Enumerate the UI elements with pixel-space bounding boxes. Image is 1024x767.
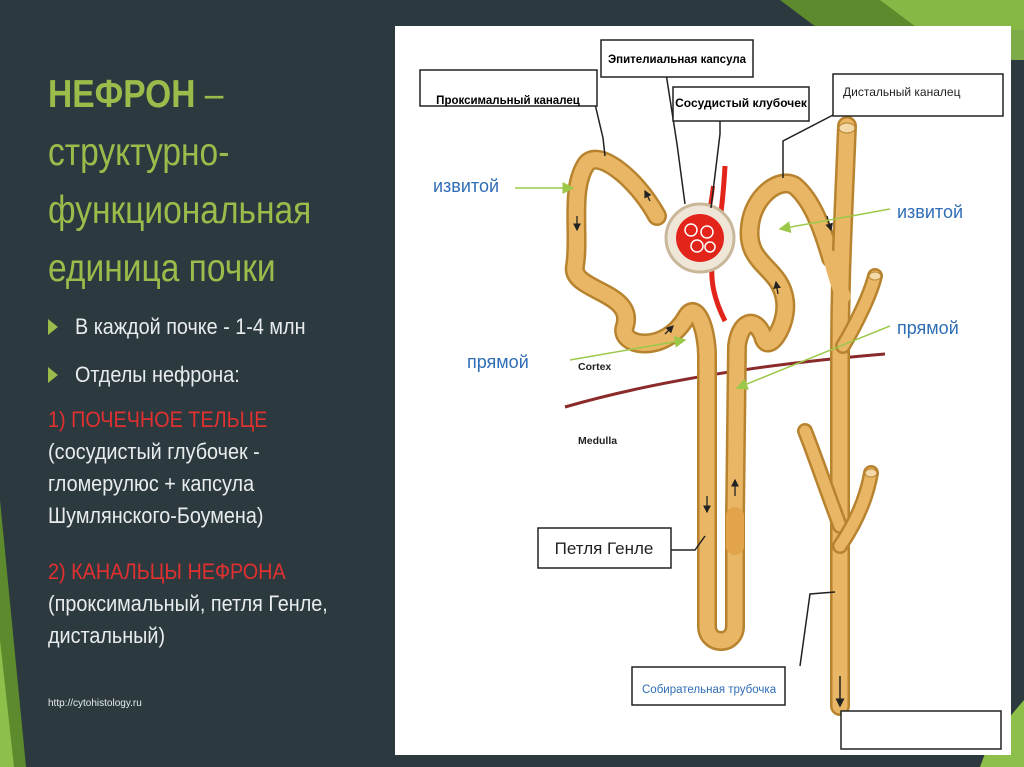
collecting-duct-box [631,666,786,706]
section2-heading: 2) КАНАЛЬЦЫ НЕФРОНА [48,559,286,584]
section2-text: (проксимальный, петля Генле, дистальный) [48,591,328,648]
flow-arrows [573,189,833,514]
epithelial-capsule-label: Эпителиальная капсула [608,54,747,66]
glomerulus-label: Сосудистый клубочек [675,96,808,110]
section-tubules: 2) КАНАЛЬЦЫ НЕФРОНА (проксимальный, петл… [48,556,359,652]
straight-right-label: прямой [897,318,959,338]
distal-tubule-label: Дистальный каналец [843,85,961,99]
convoluted-left-label: извитой [433,176,499,196]
source-link[interactable]: http://cytohistology.ru [48,698,142,709]
renal-corpuscle [664,165,736,323]
medulla-label: Medulla [578,435,617,447]
bullet-item: Отделы нефрона: [48,364,306,412]
slide-title: НЕФРОН – структурно-функциональная едини… [48,66,340,298]
epithelial-capsule-box [600,39,754,78]
section-renal-corpuscle: 1) ПОЧЕЧНОЕ ТЕЛЬЦЕ (сосудистый глубочек … [48,404,359,532]
title-main: НЕФРОН [48,73,196,116]
collecting-duct-label: Собирательная трубочка [642,684,777,696]
section1-text: (сосудистый глубочек - гломерулюс + капс… [48,439,264,528]
henle-loop-label: Петля Генле [555,539,654,558]
triangle-bullet-icon [48,367,58,383]
section1-heading: 1) ПОЧЕЧНОЕ ТЕЛЬЦЕ [48,407,268,432]
empty-answer-box [840,710,1002,750]
cortex-label: Cortex [578,361,611,373]
bullet-item: В каждой почке - 1-4 млн [48,316,306,364]
nephron-tubule [564,149,841,651]
henle-loop-box [537,527,672,569]
connector-lines [594,66,836,667]
title-rest: структурно-функциональная единица почки [48,131,312,290]
proximal-tubule-box [419,69,598,107]
straight-left-label: прямой [467,352,529,372]
bullet-list: В каждой почке - 1-4 млн Отделы нефрона: [48,316,334,412]
nephron-diagram-panel: Эпителиальная капсула Проксимальный кана… [395,26,1011,755]
pointer-arrows [515,182,891,390]
nephron-diagram: Эпителиальная капсула Проксимальный кана… [419,39,1004,750]
title-dash: – [195,73,224,116]
glomerulus-box [672,86,810,122]
text-panel: НЕФРОН – структурно-функциональная едини… [0,0,395,767]
proximal-tubule-label: Проксимальный каналец [436,95,580,107]
triangle-bullet-icon [48,319,58,335]
collecting-duct [797,116,883,716]
distal-tubule-box [832,73,1004,117]
convoluted-right-label: извитой [897,202,963,222]
